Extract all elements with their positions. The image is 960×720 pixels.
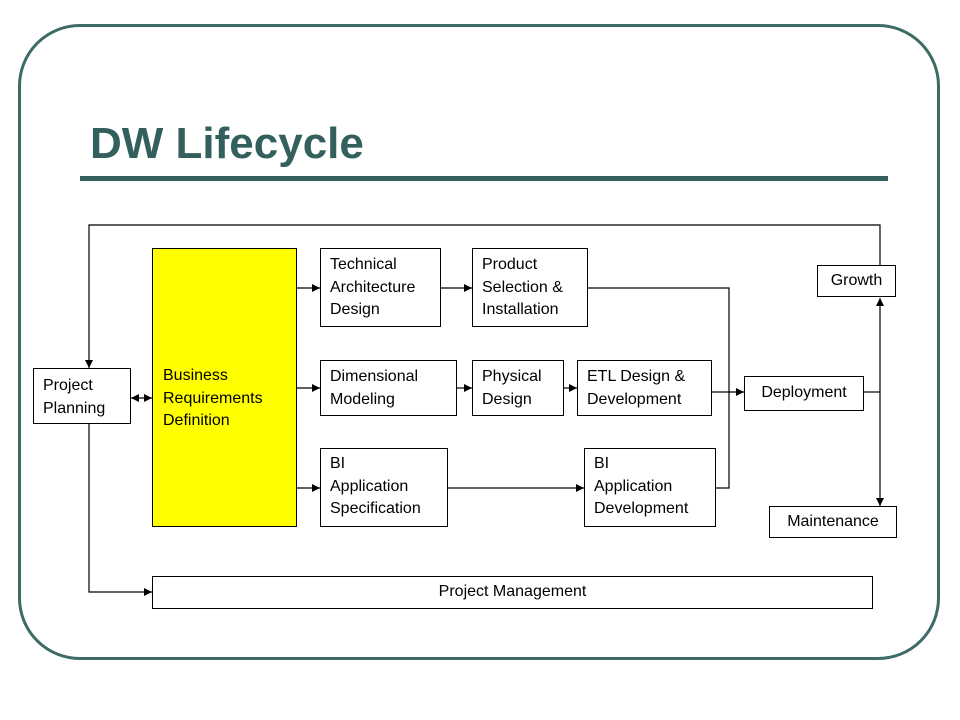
product-merge-line bbox=[588, 287, 730, 489]
deployment-box: Deployment bbox=[744, 376, 864, 411]
etl-design-box: ETL Design & Development bbox=[577, 360, 712, 416]
physical-design-box: Physical Design bbox=[472, 360, 564, 416]
growth-box: Growth bbox=[817, 265, 896, 297]
maintenance-box: Maintenance bbox=[769, 506, 897, 538]
business-requirements-box: Business Requirements Definition bbox=[152, 248, 297, 527]
dimensional-modeling-box: Dimensional Modeling bbox=[320, 360, 457, 416]
project-planning-box: Project Planning bbox=[33, 368, 131, 424]
technical-architecture-box: Technical Architecture Design bbox=[320, 248, 441, 327]
product-selection-box: Product Selection & Installation bbox=[472, 248, 588, 327]
bi-application-specification-box: BI Application Specification bbox=[320, 448, 448, 527]
planning-to-management-arrow bbox=[88, 424, 152, 596]
project-management-bar: Project Management bbox=[152, 576, 873, 609]
bi-application-development-box: BI Application Development bbox=[584, 448, 716, 527]
slide-title: DW Lifecycle bbox=[90, 119, 364, 168]
growth-to-planning-arrow bbox=[85, 224, 881, 368]
title-underline bbox=[80, 176, 888, 181]
